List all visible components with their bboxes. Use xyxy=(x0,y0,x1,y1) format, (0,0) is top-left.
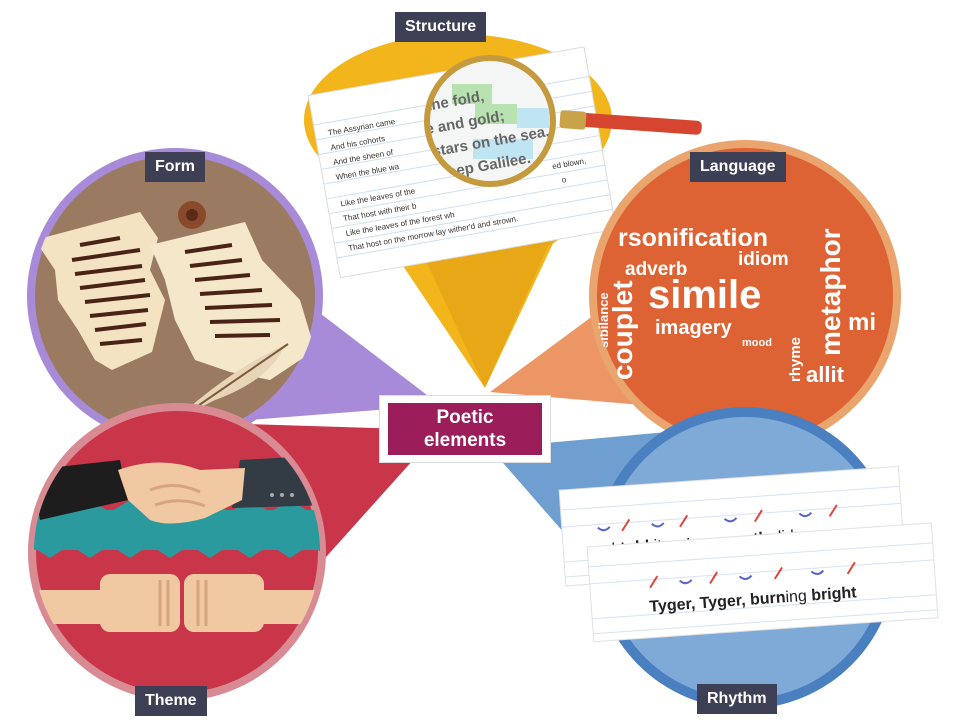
label-form: Form xyxy=(145,152,205,182)
center-title-line-1: Poetic xyxy=(436,407,494,428)
language-segment: rsonification adverb idiom simile couple… xyxy=(490,140,901,452)
rhythm-segment: I told it not, my wrath did grow Tyger, … xyxy=(490,407,939,709)
rhythm-card-2: Tyger, Tyger, burning bright xyxy=(586,522,939,643)
structure-segment: The Assyrian came And his cohorts And th… xyxy=(304,34,702,388)
magnifying-glass-icon: the fold, e and gold; stars on the sea, … xyxy=(424,55,702,187)
label-language: Language xyxy=(690,152,786,182)
word-mood: mood xyxy=(742,337,772,349)
center-label: Poetic elements xyxy=(380,396,550,462)
word-metaphor: metaphor xyxy=(815,228,846,356)
language-circle xyxy=(597,148,893,444)
word-personification: rsonification xyxy=(618,224,768,252)
word-simile: simile xyxy=(648,273,761,317)
word-couplet: couplet xyxy=(607,280,638,380)
center-title-line-2: elements xyxy=(423,430,507,451)
center-title: Poetic elements xyxy=(388,403,542,455)
word-rhyme: rhyme xyxy=(787,337,804,382)
rhythm-line-2: Tyger, Tyger, burning bright xyxy=(649,584,858,615)
parchment-right xyxy=(150,222,315,380)
word-alliteration: allit xyxy=(806,362,845,387)
label-theme: Theme xyxy=(135,686,207,716)
label-structure: Structure xyxy=(395,12,487,42)
theme-segment xyxy=(28,403,440,701)
word-imagery: imagery xyxy=(655,317,733,339)
word-adverb: adverb xyxy=(625,259,687,280)
word-mi: mi xyxy=(848,309,876,336)
label-rhythm: Rhythm xyxy=(697,684,777,714)
poem-fragment-2: o xyxy=(561,175,567,185)
word-idiom: idiom xyxy=(738,249,789,270)
form-segment xyxy=(27,148,440,444)
